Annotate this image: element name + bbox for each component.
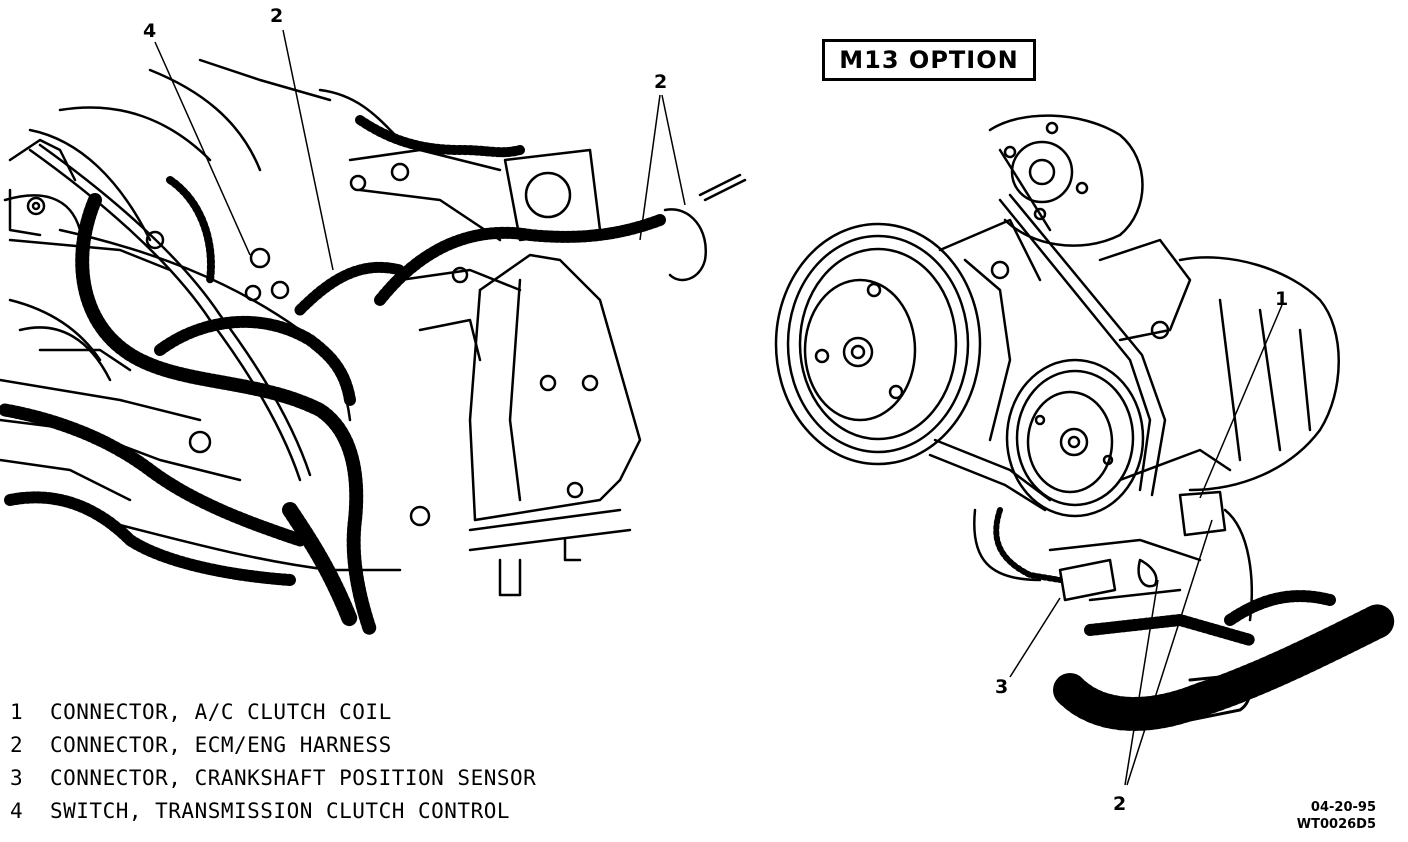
left-engine-illustration	[0, 58, 747, 597]
legend-number: 2	[10, 733, 24, 757]
legend-item: 3 CONNECTOR, CRANKSHAFT POSITION SENSOR	[10, 764, 536, 792]
legend-text: CONNECTOR, CRANKSHAFT POSITION SENSOR	[50, 766, 537, 790]
left-leader-lines	[154, 29, 686, 271]
stamp-code: WT0026D5	[1296, 817, 1376, 832]
legend-item: 2 CONNECTOR, ECM/ENG HARNESS	[10, 731, 392, 759]
callout-right-1: 1	[1275, 288, 1288, 310]
callout-left-2b: 2	[654, 71, 667, 93]
legend-number: 3	[10, 766, 24, 790]
right-pulley-illustration	[774, 114, 1340, 622]
legend-text: SWITCH, TRANSMISSION CLUTCH CONTROL	[50, 799, 511, 823]
legend-text: CONNECTOR, A/C CLUTCH COIL	[50, 700, 392, 724]
callout-left-2: 2	[270, 5, 283, 27]
left-wiring-harness	[0, 115, 666, 637]
right-leader-lines	[1009, 304, 1283, 786]
callout-left-4: 4	[143, 20, 156, 42]
option-label: M13 OPTION	[822, 39, 1036, 81]
legend-item: 4 SWITCH, TRANSMISSION CLUTCH CONTROL	[10, 797, 510, 825]
callout-right-3: 3	[995, 676, 1008, 698]
stamp-date: 04-20-95	[1310, 800, 1376, 815]
legend-text: CONNECTOR, ECM/ENG HARNESS	[50, 733, 392, 757]
callout-right-2: 2	[1113, 793, 1126, 815]
right-wiring-harness	[993, 507, 1397, 731]
legend-item: 1 CONNECTOR, A/C CLUTCH COIL	[10, 698, 392, 726]
legend-number: 4	[10, 799, 24, 823]
legend-number: 1	[10, 700, 24, 724]
